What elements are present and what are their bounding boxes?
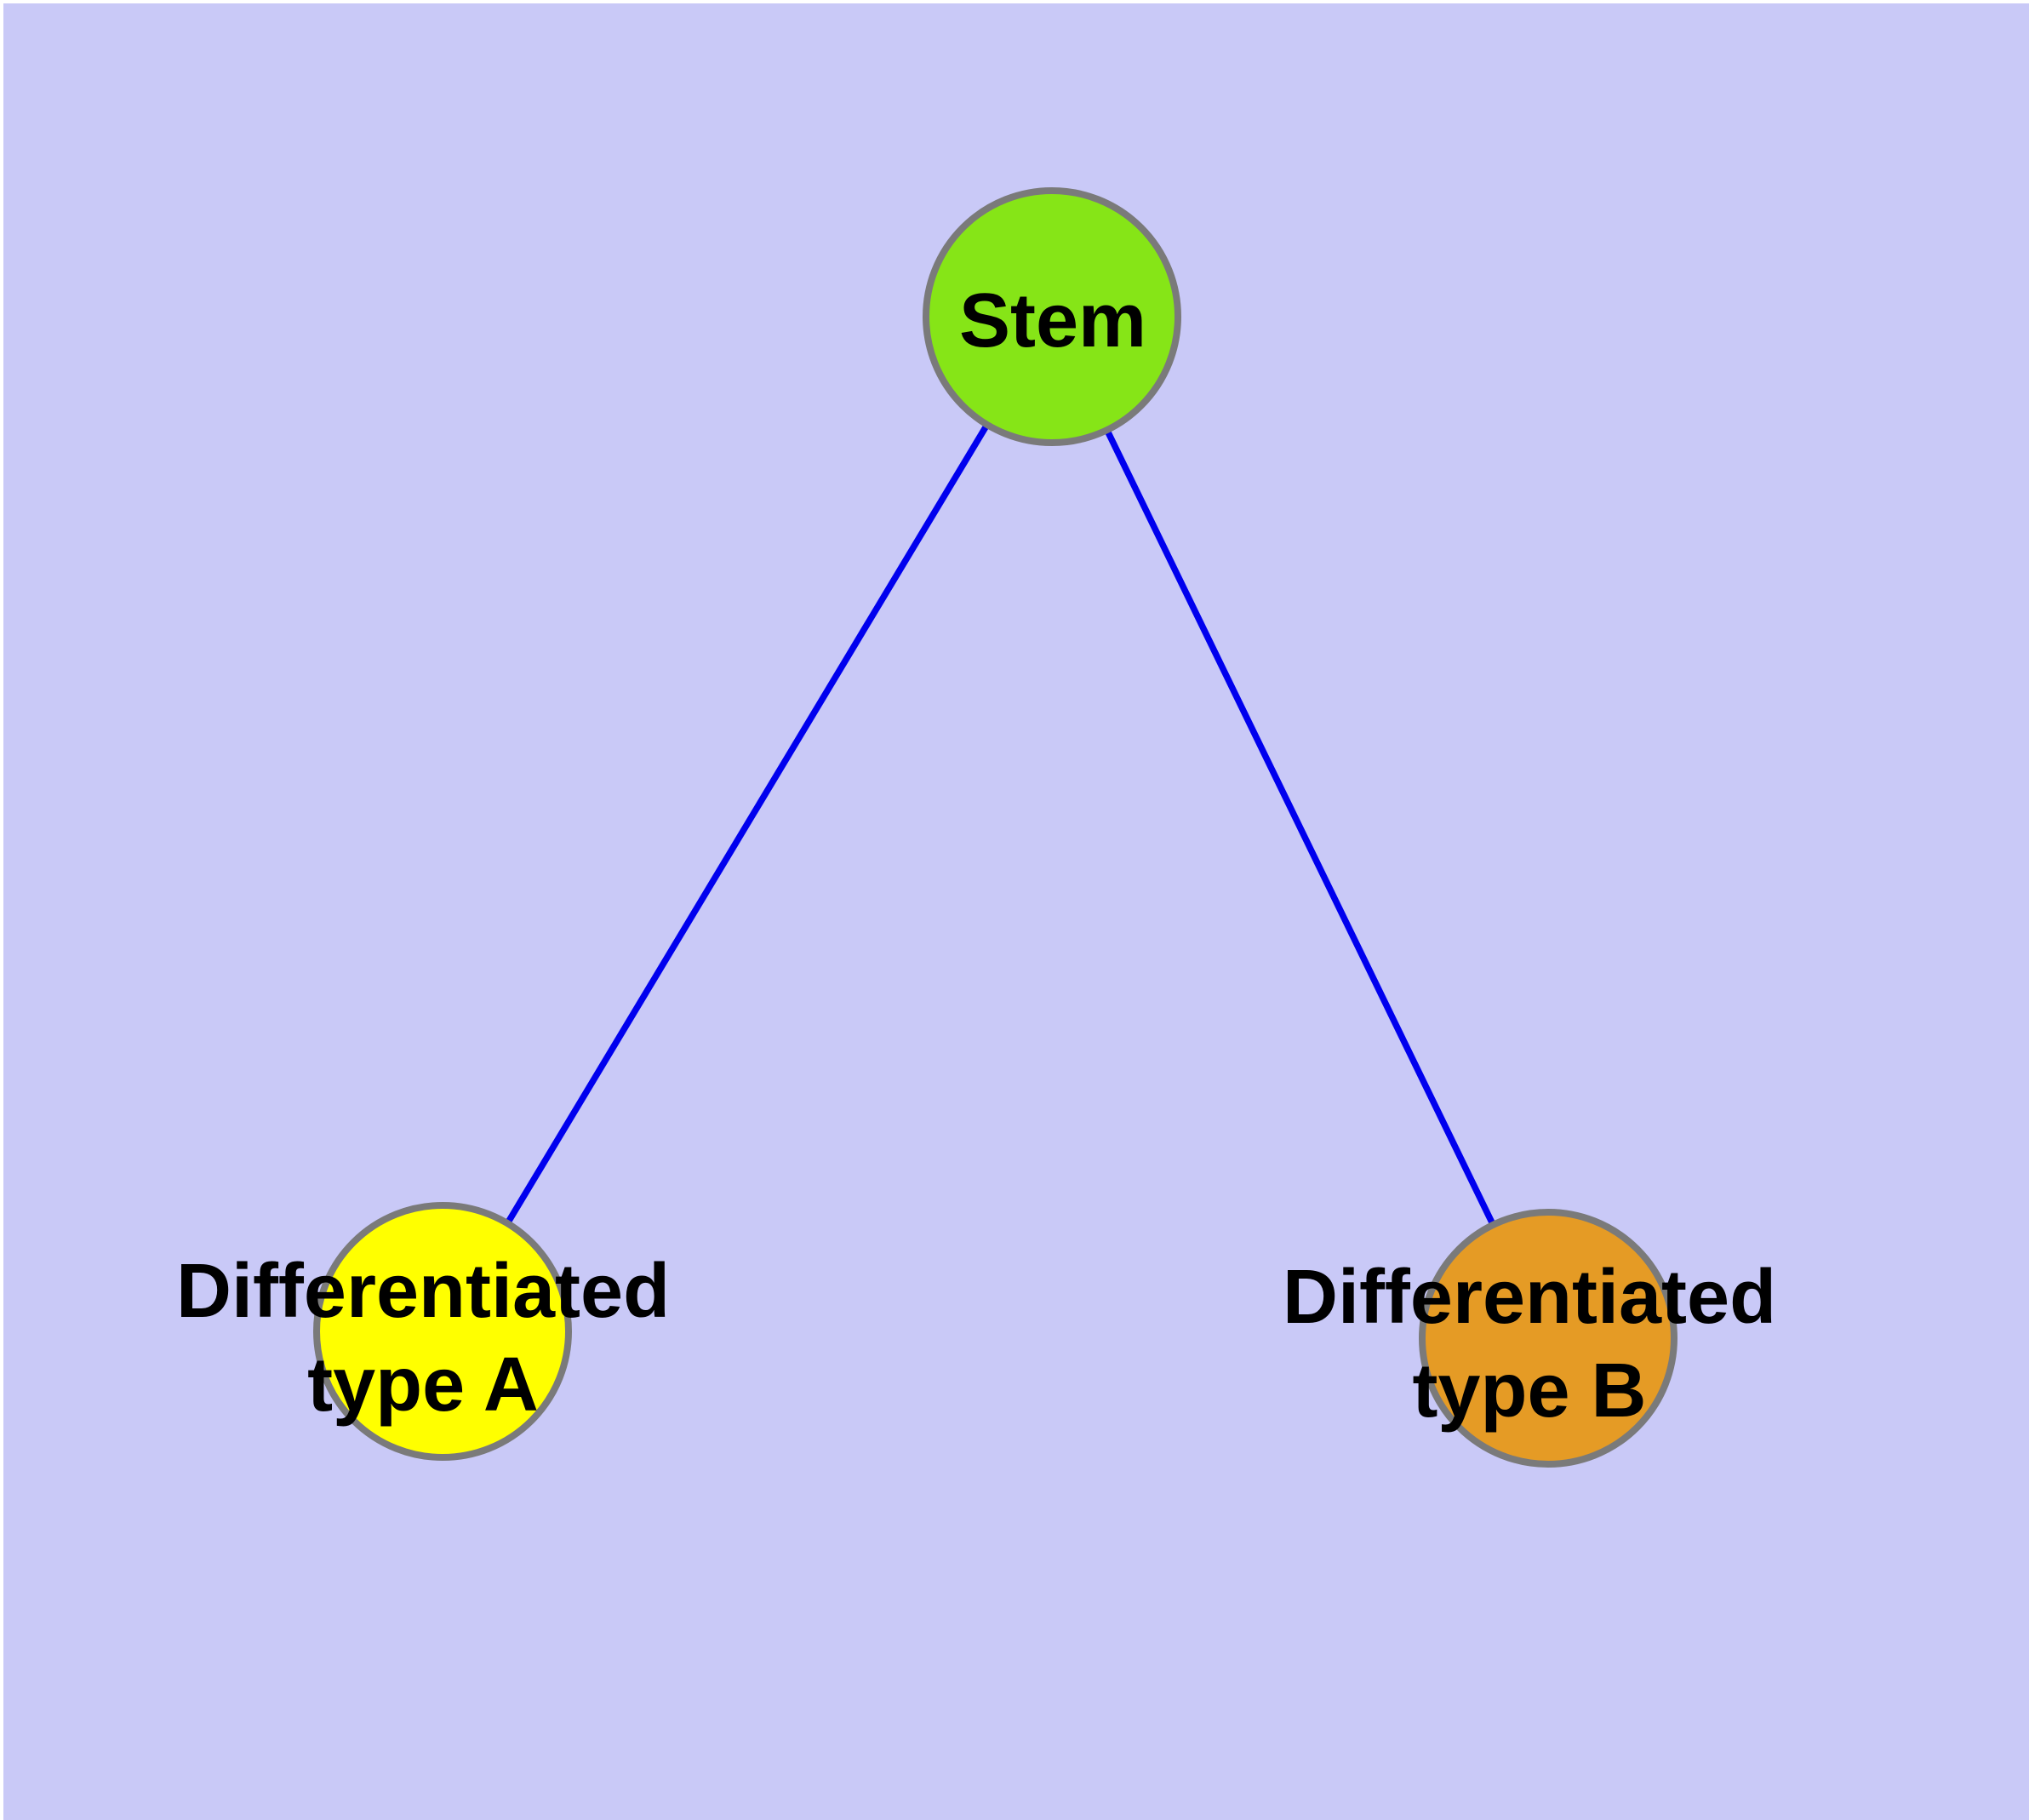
node-differentiated-type-a-label: Differentiated type A xyxy=(175,1249,671,1428)
node-differentiated-type-a-circle xyxy=(313,1202,572,1461)
edge-stem-to-type-b xyxy=(1049,315,1552,1340)
edge-stem-to-type-a xyxy=(439,315,1055,1333)
node-differentiated-type-b-circle xyxy=(1419,1209,1677,1468)
node-differentiated-type-b-label: Differentiated type B xyxy=(1282,1255,1777,1434)
node-stem-label: Stem xyxy=(958,278,1147,363)
node-stem-circle xyxy=(923,187,1181,446)
